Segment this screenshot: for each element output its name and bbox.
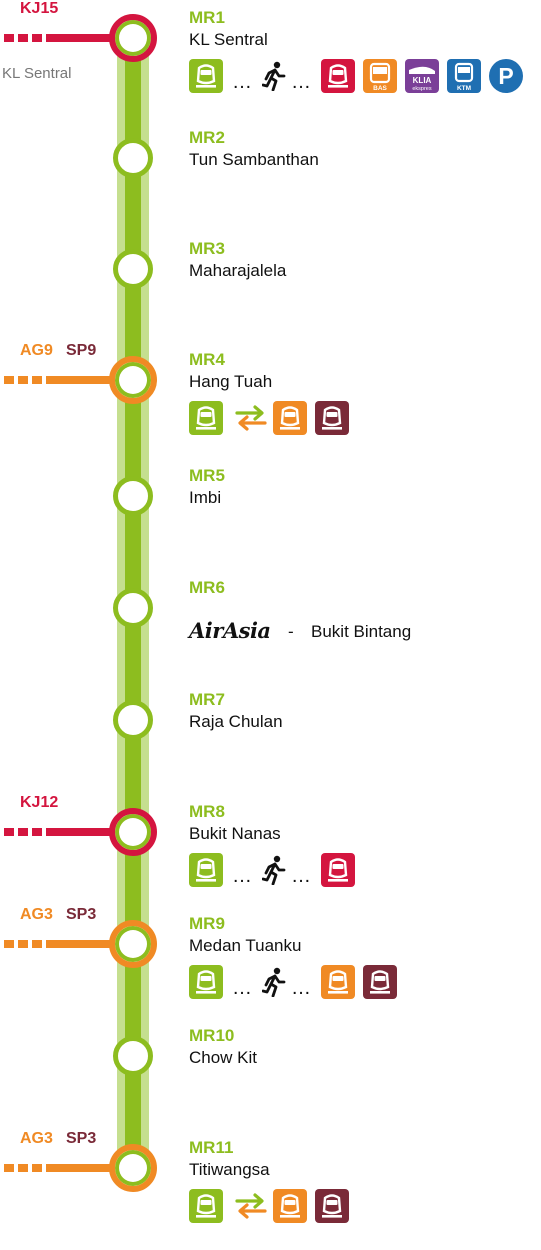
station-name: Hang Tuah xyxy=(189,372,273,391)
station-marker[interactable] xyxy=(109,920,157,968)
interchange-dash xyxy=(18,376,28,384)
station-name: Chow Kit xyxy=(189,1048,258,1067)
interchange-dash xyxy=(32,1164,42,1172)
interchange-dash xyxy=(18,34,28,42)
interchange-dash xyxy=(18,828,28,836)
interchange-code-label: KJ12 xyxy=(20,794,59,811)
interchange-dash xyxy=(4,940,14,948)
interchange-code-label: AG3 xyxy=(20,1130,53,1147)
lrt-sri-petaling-icon xyxy=(363,965,397,999)
station-marker[interactable] xyxy=(113,1036,153,1076)
station-marker[interactable] xyxy=(113,249,153,289)
station-name: KL Sentral xyxy=(189,30,268,49)
svg-text:BAS: BAS xyxy=(373,85,387,92)
interchange-dash xyxy=(18,1164,28,1172)
ellipsis-glyph: … xyxy=(291,865,312,887)
station-code: MR9 xyxy=(189,914,225,933)
svg-text:KLIA: KLIA xyxy=(413,76,432,85)
interchange-dash xyxy=(32,376,42,384)
interchange-dash xyxy=(4,34,14,42)
ellipsis-glyph: … xyxy=(232,865,253,887)
interchange-code-label: SP9 xyxy=(66,342,97,359)
bus-icon: BAS xyxy=(363,59,397,93)
interchange-dash xyxy=(32,828,42,836)
lrt-kelana-jaya-icon xyxy=(321,853,355,887)
interchange-code-label: AG9 xyxy=(20,342,53,359)
lrt-sri-petaling-icon xyxy=(315,401,349,435)
ellipsis-glyph: … xyxy=(291,71,312,93)
station-marker[interactable] xyxy=(109,808,157,856)
interchange-caption: KL Sentral xyxy=(2,65,72,82)
station-name: Medan Tuanku xyxy=(189,936,302,955)
interchange-connector xyxy=(46,828,110,836)
station-marker[interactable] xyxy=(109,1144,157,1192)
monorail-icon xyxy=(189,965,223,999)
station-code: MR1 xyxy=(189,8,225,27)
station-name: Bukit Nanas xyxy=(189,824,281,843)
station-name: Raja Chulan xyxy=(189,712,283,731)
interchange-connector xyxy=(46,34,110,42)
interchange-connector xyxy=(46,1164,110,1172)
lrt-ampang-icon xyxy=(273,1189,307,1223)
interchange-arrows-icon xyxy=(233,1191,269,1221)
monorail-icon xyxy=(189,853,223,887)
station-marker[interactable] xyxy=(113,138,153,178)
interchange-code-label: KJ15 xyxy=(20,0,59,17)
interchange-dash xyxy=(32,34,42,42)
station-marker[interactable] xyxy=(109,356,157,404)
interchange-dash xyxy=(4,376,14,384)
station-marker[interactable] xyxy=(109,14,157,62)
lrt-sri-petaling-icon xyxy=(315,1189,349,1223)
station-code: MR8 xyxy=(189,802,225,821)
ellipsis-glyph: … xyxy=(291,977,312,999)
interchange-code-label: SP3 xyxy=(66,906,97,923)
station-name: Bukit Bintang xyxy=(311,622,412,641)
walk-icon xyxy=(261,61,286,92)
station-name: Tun Sambanthan xyxy=(189,150,319,169)
station-name: Titiwangsa xyxy=(189,1160,270,1179)
interchange-code-label: SP3 xyxy=(66,1130,97,1147)
station-code: MR7 xyxy=(189,690,225,709)
interchange-dash xyxy=(4,828,14,836)
station-marker[interactable] xyxy=(113,476,153,516)
parking-icon: P xyxy=(489,59,523,93)
station-name: Maharajalela xyxy=(189,261,287,280)
station-marker[interactable] xyxy=(113,700,153,740)
svg-text:P: P xyxy=(498,63,513,89)
monorail-icon xyxy=(189,59,223,93)
ellipsis-glyph: … xyxy=(232,977,253,999)
ellipsis-glyph: … xyxy=(232,71,253,93)
station-code: MR6 xyxy=(189,578,225,597)
monorail-icon xyxy=(189,1189,223,1223)
station-marker[interactable] xyxy=(113,588,153,628)
station-name: Imbi xyxy=(189,488,222,507)
interchange-dash xyxy=(18,940,28,948)
station-code: MR3 xyxy=(189,239,225,258)
interchange-connector xyxy=(46,940,110,948)
walk-icon xyxy=(261,967,286,998)
lrt-kelana-jaya-icon xyxy=(321,59,355,93)
interchange-dash xyxy=(32,940,42,948)
interchange-arrows-icon xyxy=(233,403,269,433)
svg-text:KTM: KTM xyxy=(457,85,471,92)
monorail-icon xyxy=(189,401,223,435)
interchange-dash xyxy=(4,1164,14,1172)
interchange-code-label: AG3 xyxy=(20,906,53,923)
lrt-ampang-icon xyxy=(273,401,307,435)
svg-text:ekspres: ekspres xyxy=(412,86,432,92)
station-code: MR10 xyxy=(189,1026,235,1045)
airasia-logo: AirAsia xyxy=(189,618,271,643)
station-code: MR5 xyxy=(189,466,225,485)
station-code: MR11 xyxy=(189,1138,234,1157)
ktm-icon: KTM xyxy=(447,59,481,93)
interchange-connector xyxy=(46,376,110,384)
lrt-ampang-icon xyxy=(321,965,355,999)
station-code: MR4 xyxy=(189,350,225,369)
walk-icon xyxy=(261,855,286,886)
name-separator: - xyxy=(288,622,294,641)
station-code: MR2 xyxy=(189,128,225,147)
